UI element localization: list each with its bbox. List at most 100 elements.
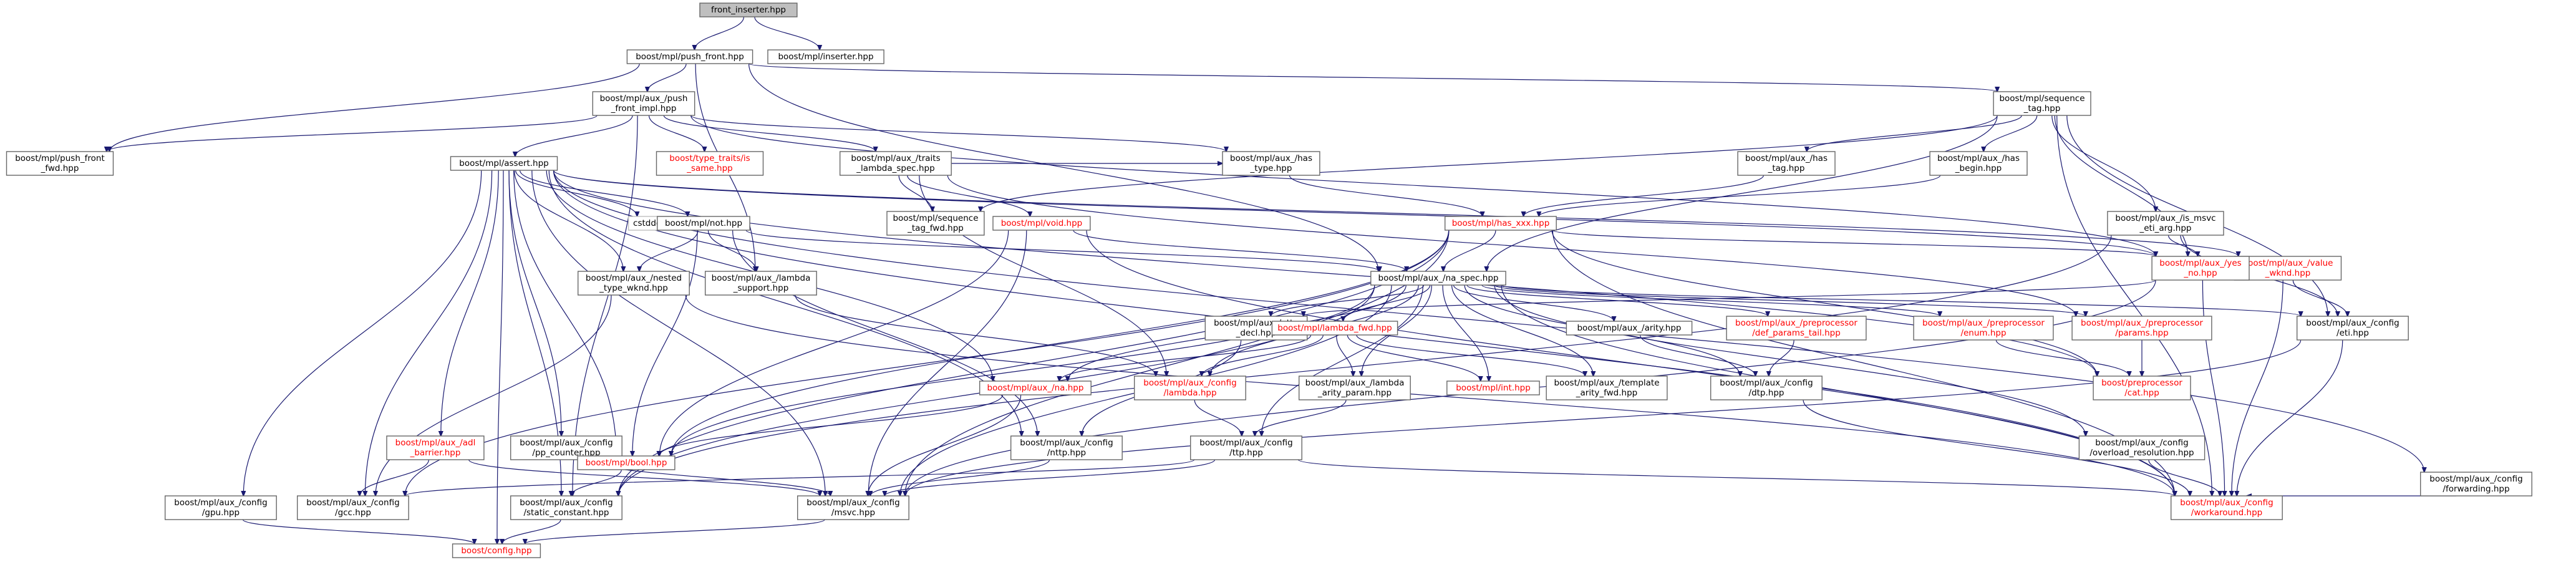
node-box (452, 543, 541, 558)
edge-nested-type-wknd-to-gcc (375, 294, 612, 496)
edge-config-nttp-to-msvc (870, 459, 1050, 496)
node-box (1222, 151, 1320, 176)
edge-adl-barrier-to-gcc (360, 459, 429, 496)
edge-msvc-to-boost-config (525, 519, 825, 544)
graph-node-config-nttp[interactable]: boost/mpl/aux_/config/nttp.hpp (1010, 435, 1123, 460)
graph-node-value-wknd[interactable]: boost/mpl/aux_/value_wknd.hpp (2234, 256, 2342, 281)
edge-ttp-to-msvc (884, 459, 1216, 496)
node-box (2419, 472, 2532, 497)
graph-node-adl-barrier[interactable]: boost/mpl/aux_/adl_barrier.hpp (386, 435, 485, 460)
graph-node-push-front-fwd[interactable]: boost/mpl/push_front_fwd.hpp (6, 151, 114, 176)
graph-node-pp-enum[interactable]: boost/mpl/aux_/preprocessor/enum.hpp (1913, 316, 2054, 341)
edge-assert-to-config-nttp (548, 170, 1022, 436)
edge-traits-lambda-spec-to-pp-params (947, 175, 2076, 316)
edge-push-front-impl-to-is-same (648, 115, 705, 152)
node-box (767, 49, 884, 64)
graph-node-workaround[interactable]: boost/mpl/aux_/config/workaround.hpp (2170, 495, 2283, 520)
graph-node-void[interactable]: boost/mpl/void.hpp (992, 216, 1091, 231)
graph-node-is-msvc-eti-arg[interactable]: boost/mpl/aux_/is_msvc_eti_arg.hpp (2107, 211, 2224, 236)
node-box (1726, 316, 1867, 341)
graph-node-template-arity-fwd[interactable]: boost/mpl/aux_/template_arity_fwd.hpp (1546, 375, 1668, 400)
node-label-line: _decl.hpp (1236, 328, 1277, 338)
graph-node-push-front-impl[interactable]: boost/mpl/aux_/push_front_impl.hpp (592, 91, 695, 116)
edge-static-constant-to-boost-config (502, 519, 561, 544)
graph-node-has-begin[interactable]: boost/mpl/aux_/has_begin.hpp (1929, 151, 2028, 176)
graph-node-not[interactable]: boost/mpl/not.hpp (657, 216, 750, 231)
edge-has-type-to-has-xxx (1289, 175, 1482, 216)
edge-assert-to-yes-no (553, 170, 2156, 256)
edge-na-spec-to-def-params-tail (1466, 284, 1768, 316)
graph-node-config-lambda[interactable]: boost/mpl/aux_/config/lambda.hpp (1133, 375, 1246, 400)
edge-sequence-tag-to-na-spec (1486, 115, 1998, 271)
edge-assert-to-gcc (365, 170, 493, 496)
node-label-line: boost/mpl/assert.hpp (459, 158, 548, 168)
graph-node-is-same[interactable]: boost/type_traits/is_same.hpp (656, 151, 764, 176)
node-label-line: _support.hpp (733, 283, 789, 293)
graph-node-bool[interactable]: boost/mpl/bool.hpp (577, 455, 675, 470)
node-box (2107, 211, 2224, 236)
graph-node-arity[interactable]: boost/mpl/aux_/arity.hpp (1566, 321, 1693, 336)
graph-node-pp-params[interactable]: boost/mpl/aux_/preprocessor/params.hpp (2071, 316, 2212, 341)
edge-push-front-to-push-front-impl (647, 63, 687, 92)
graph-node-has-xxx[interactable]: boost/mpl/has_xxx.hpp (1444, 216, 1557, 231)
graph-node-ttp[interactable]: boost/mpl/aux_/config/ttp.hpp (1189, 435, 1302, 460)
graph-node-eti[interactable]: boost/mpl/aux_/config/eti.hpp (2296, 316, 2409, 341)
node-label-line: boost/mpl/aux_/config (1720, 378, 1813, 388)
node-label-line: _front_impl.hpp (611, 104, 677, 114)
node-box (1566, 321, 1693, 336)
graph-node-lambda-fwd[interactable]: boost/mpl/lambda_fwd.hpp (1271, 321, 1398, 336)
node-box (1444, 216, 1557, 231)
graph-node-na[interactable]: boost/mpl/aux_/na.hpp (979, 380, 1092, 395)
graph-node-push-front[interactable]: boost/mpl/push_front.hpp (626, 49, 753, 64)
edge-sequence-tag-to-sequence-tag-fwd (981, 115, 1998, 211)
node-label-line: boost/mpl/aux_/traits (851, 153, 940, 163)
graph-node-dtp[interactable]: boost/mpl/aux_/config/dtp.hpp (1710, 375, 1823, 400)
edge-has-xxx-to-bool (671, 230, 1450, 456)
graph-node-has-tag[interactable]: boost/mpl/aux_/has_tag.hpp (1737, 151, 1836, 176)
graph-node-boost-config[interactable]: boost/config.hpp (452, 543, 541, 558)
edge-traits-lambda-spec-to-void (907, 175, 1030, 216)
graph-node-yes-no[interactable]: boost/mpl/aux_/yes_no.hpp (2151, 256, 2250, 281)
graph-node-nested-type-wknd[interactable]: boost/mpl/aux_/nested_type_wknd.hpp (578, 271, 690, 296)
node-box (2071, 316, 2212, 341)
node-box (297, 495, 409, 520)
node-label-line: boost/mpl/aux_/config (2180, 498, 2273, 508)
node-label-line: /lambda.hpp (1163, 388, 1216, 398)
edge-adl-barrier-to-msvc (468, 459, 820, 496)
edge-assert-to-boost-config (497, 170, 504, 544)
graph-node-gpu[interactable]: boost/mpl/aux_/config/gpu.hpp (165, 495, 277, 520)
edge-yes-no-to-nttp-decl (1304, 279, 2156, 316)
graph-node-forwarding[interactable]: boost/mpl/aux_/config/forwarding.hpp (2419, 472, 2532, 497)
graph-node-overload-resolution[interactable]: boost/mpl/aux_/config/overload_resolutio… (2078, 435, 2206, 460)
edge-not-to-na-spec (745, 230, 1380, 271)
graph-node-static-constant[interactable]: boost/mpl/aux_/config/static_constant.hp… (510, 495, 622, 520)
node-box (1913, 316, 2054, 341)
edge-assert-to-value-wknd (553, 170, 2239, 256)
edge-dtp-to-workaround (1803, 399, 2190, 496)
graph-node-lambda-arity-param[interactable]: boost/mpl/aux_/lambda_arity_param.hpp (1298, 375, 1411, 400)
node-label-line: boost/mpl/aux_/adl (395, 438, 476, 448)
graph-node-lambda-support[interactable]: boost/mpl/aux_/lambda_support.hpp (704, 271, 817, 296)
graph-node-has-type[interactable]: boost/mpl/aux_/has_type.hpp (1222, 151, 1320, 176)
graph-node-pp-cat[interactable]: boost/preprocessor/cat.hpp (2093, 375, 2191, 400)
node-label-line: boost/mpl/aux_/config (2095, 438, 2188, 448)
graph-node-gcc[interactable]: boost/mpl/aux_/config/gcc.hpp (297, 495, 409, 520)
graph-node-sequence-tag[interactable]: boost/mpl/sequence_tag.hpp (1993, 91, 2091, 116)
node-box (386, 435, 485, 460)
graph-node-def-params-tail[interactable]: boost/mpl/aux_/preprocessor/def_params_t… (1726, 316, 1867, 341)
graph-node-mpl-int[interactable]: boost/mpl/int.hpp (1446, 380, 1540, 395)
graph-node-na-spec[interactable]: boost/mpl/aux_/na_spec.hpp (1370, 271, 1506, 286)
edge-push-front-impl-to-static-constant (573, 115, 638, 496)
graph-node-sequence-tag-fwd[interactable]: boost/mpl/sequence_tag_fwd.hpp (886, 211, 985, 236)
graph-node-assert[interactable]: boost/mpl/assert.hpp (450, 156, 558, 171)
graph-node-traits-lambda-spec[interactable]: boost/mpl/aux_/traits_lambda_spec.hpp (839, 151, 952, 176)
graph-node-msvc[interactable]: boost/mpl/aux_/config/msvc.hpp (797, 495, 909, 520)
node-label-line: _arity_param.hpp (1317, 388, 1392, 398)
graph-node-inserter[interactable]: boost/mpl/inserter.hpp (767, 49, 884, 64)
node-box (1271, 321, 1398, 336)
node-box (979, 380, 1092, 395)
edge-assert-to-nested-type-wknd (514, 170, 624, 271)
node-label-line: boost/mpl/aux_/template (1554, 378, 1659, 388)
node-box (839, 151, 952, 176)
node-label-line: /forwarding.hpp (2443, 484, 2509, 494)
